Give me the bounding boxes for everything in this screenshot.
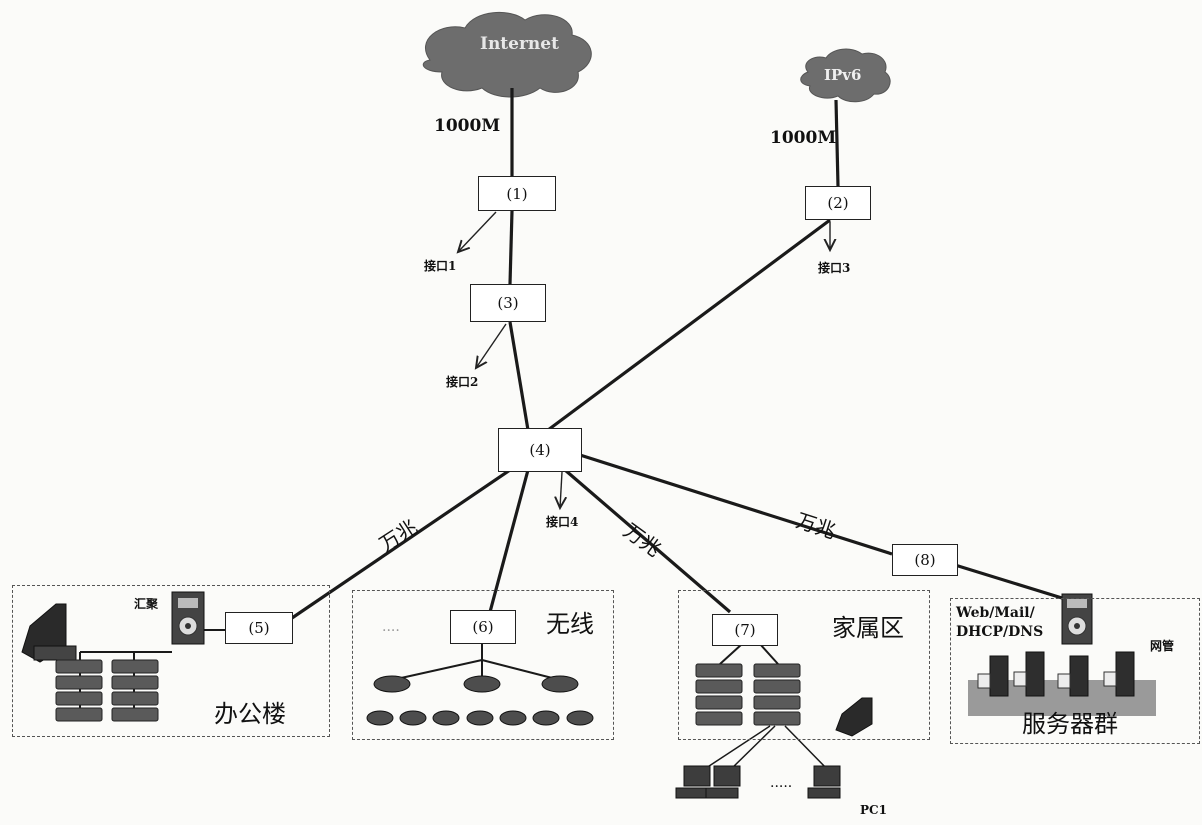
family-zone-label: 家属区 [832,614,904,642]
internet-label: Internet [480,34,559,54]
link-d8-server [954,563,1063,600]
link-d4-d5 [291,468,511,620]
wireless-zone-label: 无线 [546,610,594,638]
link-d1-d3 [508,210,514,285]
device-8[interactable]: (8) [892,544,958,576]
server-mgmt-label: 网管 [1150,639,1175,653]
office-agg-label: 汇聚 [134,597,159,611]
zone-wireless [352,590,614,740]
pc1-label: PC1 [860,803,887,817]
wireless-ap-icons [366,675,594,726]
interface-2-label: 接口2 [446,375,479,389]
link-d3-d4 [508,321,530,431]
internet-cloud-icon [422,11,592,98]
access-switch-stack-right-icon [111,659,159,722]
link-d4-d8 [579,453,893,556]
ipv6-speed-label: 1000M [770,128,837,148]
interface-arrows [458,211,830,508]
family-switch-stack-right-icon [753,663,801,726]
server-zone-label: 服务器群 [1022,710,1118,738]
pc-dots: ..... [770,775,793,791]
device-3[interactable]: (3) [470,284,546,322]
links [291,88,1063,620]
zone-office [12,585,330,737]
family-server-icon [835,697,873,737]
family-switch-stack-left-icon [695,663,743,726]
device-7[interactable]: (7) [712,614,778,646]
server-internals [968,593,1156,716]
arrow-if2 [476,323,507,368]
server-services-label: Web/Mail/ DHCP/DNS [956,605,1044,640]
internet-speed-label: 1000M [434,116,501,136]
link-ipv6-d2 [834,99,840,187]
zone-family [678,590,930,740]
device-4[interactable]: (4) [498,428,582,472]
interface-4-label: 接口4 [546,515,579,529]
wireless-dots: .... [382,619,400,635]
device-5[interactable]: (5) [225,612,293,644]
device-1[interactable]: (1) [478,176,556,211]
link-d4-d7 [563,468,732,614]
pc-icons [675,765,841,799]
interface-1-label: 接口1 [424,259,457,273]
zone-server [950,598,1200,744]
arrow-if1 [458,211,497,252]
interface-3-label: 接口3 [818,261,851,275]
link-d4-d6 [488,469,530,613]
arrow-if4 [560,471,562,508]
management-server-icon [21,603,77,663]
server-core-switch-icon [1061,593,1093,645]
ipv6-label: IPv6 [824,66,862,84]
office-internals [21,591,225,722]
link-d2-d4 [547,218,831,432]
agg-switch-icon [171,591,205,645]
device-2[interactable]: (2) [805,186,871,220]
family-internals [675,643,873,799]
ipv6-cloud-icon [800,48,891,103]
access-switch-stack-left-icon [55,659,103,722]
office-zone-label: 办公楼 [214,700,286,728]
device-6[interactable]: (6) [450,610,516,644]
